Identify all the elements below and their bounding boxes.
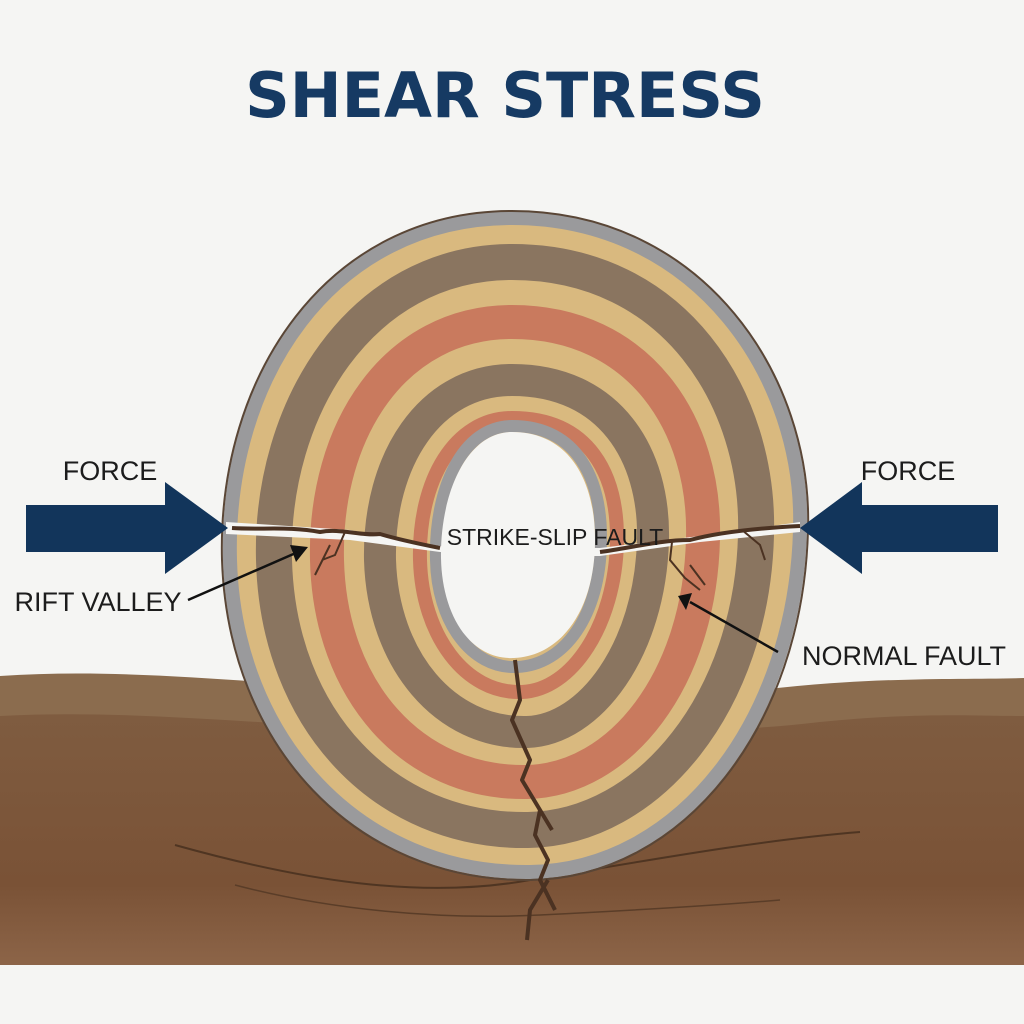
fold-outer-shell — [222, 210, 808, 880]
layer-red-outer — [309, 304, 721, 800]
rift-valley-leader-line — [187, 550, 299, 602]
fault-line — [231, 524, 801, 554]
vertical-fault-crack — [510, 659, 557, 941]
force-right-label: FORCE — [861, 456, 956, 486]
fault-branch-cracks — [314, 529, 766, 591]
normal-fault-label: NORMAL FAULT — [802, 641, 1006, 671]
fold-outer-outline — [220, 209, 810, 882]
force-arrow-right — [800, 482, 998, 574]
rift-valley-label: RIFT VALLEY — [14, 587, 181, 617]
layer-brown-outer — [255, 243, 775, 849]
force-left-label: FORCE — [63, 456, 158, 486]
fold-core-void — [440, 432, 596, 659]
layer-red-inner — [412, 410, 625, 700]
ground-stratum-line-lower — [234, 884, 781, 917]
rift-valley-leader-arrowhead — [290, 545, 308, 562]
normal-fault-leader-line — [689, 600, 779, 654]
layer-brown-middle — [363, 363, 670, 749]
normal-fault-leader-arrowhead — [678, 593, 692, 610]
page-title: SHEAR STRESS — [245, 59, 765, 132]
fault-gap — [226, 522, 800, 556]
force-arrow-left — [26, 482, 228, 574]
page-bottom-band — [0, 965, 1024, 1024]
strike-slip-fault-label: STRIKE-SLIP FAULT — [447, 524, 663, 550]
